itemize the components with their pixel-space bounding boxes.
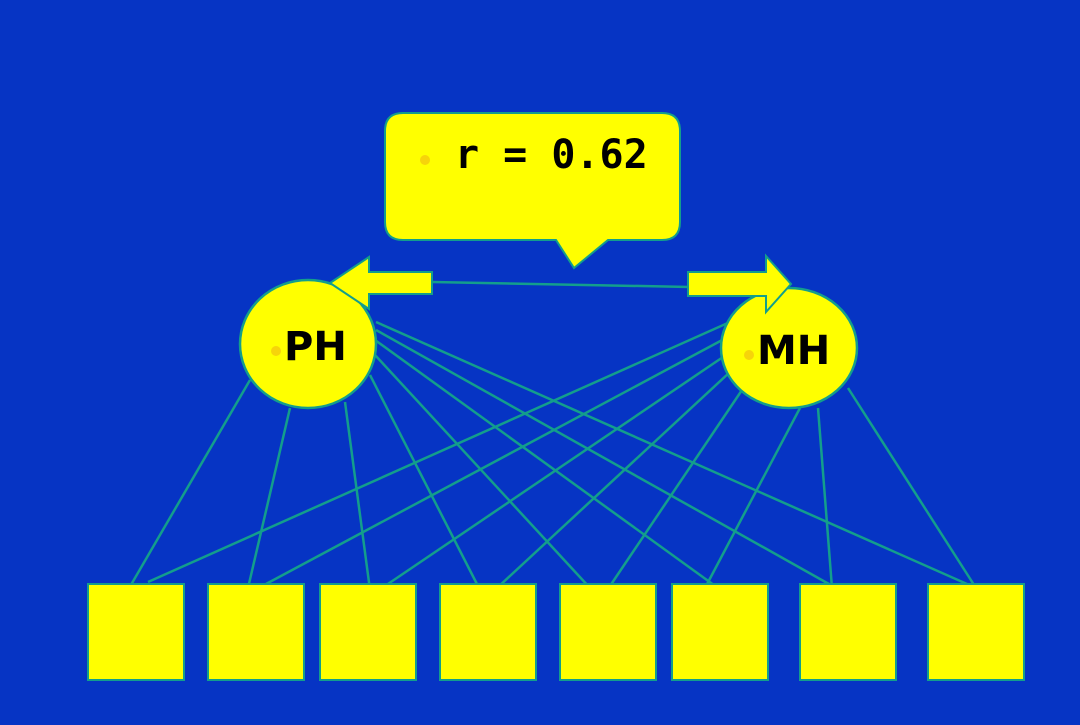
edge-ph-item-2: [246, 407, 292, 589]
edge-ph-item-5: [374, 354, 591, 589]
factor-ph-label: PH: [284, 324, 347, 370]
factor-mh: MH: [719, 286, 859, 410]
edge-ph-item-8: [375, 320, 977, 590]
loading-edges: [126, 320, 978, 591]
indicator-box: [207, 583, 305, 681]
edge-mh-item-5: [608, 389, 744, 587]
edge-mh-item-2: [265, 336, 727, 586]
correlation-edge: [431, 280, 691, 289]
arrow-right-icon: [687, 253, 793, 315]
indicator-box: [87, 583, 185, 681]
indicator-box: [559, 583, 657, 681]
indicator-box: [319, 583, 417, 681]
indicator-box: [439, 583, 537, 681]
factor-mh-label: MH: [757, 328, 830, 374]
edge-mh-item-6: [703, 407, 802, 589]
edge-ph-item-1: [126, 379, 252, 591]
indicator-row: [87, 583, 1025, 681]
indicator-box: [671, 583, 769, 681]
callout-bubble: [384, 112, 681, 270]
edge-mh-item-1: [147, 320, 731, 584]
edge-mh-item-3: [384, 353, 727, 588]
edge-ph-item-4: [368, 374, 482, 591]
edge-ph-item-3: [343, 401, 372, 591]
correlation-label: r = 0.62: [455, 132, 648, 178]
callout-bullet-icon: [420, 155, 430, 165]
indicator-box: [799, 583, 897, 681]
edge-mh-item-7: [816, 407, 834, 589]
indicator-box: [927, 583, 1025, 681]
factor-mh-bullet-icon: [744, 350, 754, 360]
edge-mh-item-4: [496, 371, 731, 589]
arrow-left-icon: [328, 255, 433, 311]
correlation-callout: r = 0.62: [384, 112, 681, 270]
factor-ph: PH: [238, 278, 378, 410]
edge-ph-item-6: [374, 338, 719, 590]
edge-mh-item-8: [846, 387, 978, 589]
edge-ph-item-7: [375, 328, 837, 590]
factor-ph-node: [238, 278, 378, 410]
factor-ph-bullet-icon: [271, 346, 281, 356]
factor-mh-node: [719, 286, 859, 410]
